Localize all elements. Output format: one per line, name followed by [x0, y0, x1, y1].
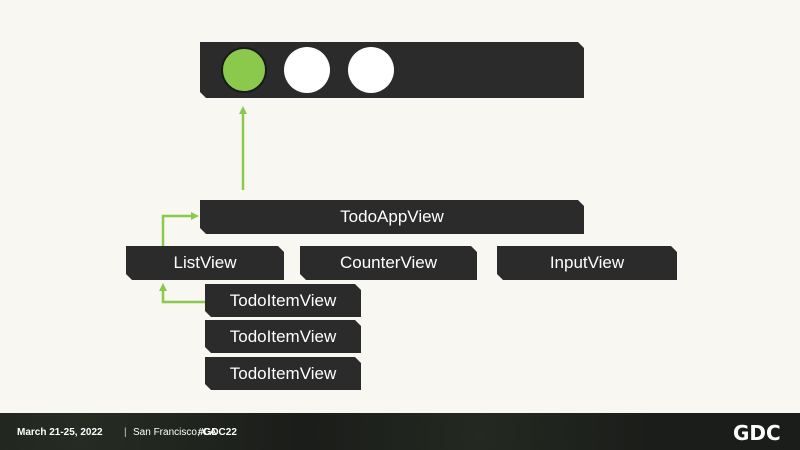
todo-app-view-box: TodoAppView — [200, 200, 584, 234]
arrowhead — [239, 106, 247, 114]
gdc-logo: GDC — [733, 421, 781, 445]
indicator-bar — [200, 42, 584, 98]
todo-item-view-box: TodoItemView — [205, 320, 361, 353]
counter-view-box: CounterView — [300, 246, 477, 280]
arrowhead — [191, 212, 199, 220]
list-view-box: ListView — [126, 246, 284, 280]
active-indicator-circle — [221, 47, 267, 93]
arrow-list-to-app — [161, 214, 192, 246]
footer-separator: | — [124, 427, 127, 438]
arrowhead — [159, 283, 167, 291]
event-date: March 21-25, 2022 — [17, 427, 103, 438]
inactive-indicator-circle — [284, 47, 330, 93]
arrow-todo-to-list — [161, 289, 205, 304]
todo-item-view-box: TodoItemView — [205, 284, 361, 317]
inactive-indicator-circle — [348, 47, 394, 93]
footer-bar: March 21-25, 2022 | San Francisco, CA #G… — [0, 413, 800, 450]
event-hashtag: #GDC22 — [198, 427, 237, 438]
input-view-box: InputView — [497, 246, 677, 280]
todo-item-view-box: TodoItemView — [205, 357, 361, 390]
event-location: San Francisco, CA — [133, 427, 217, 438]
